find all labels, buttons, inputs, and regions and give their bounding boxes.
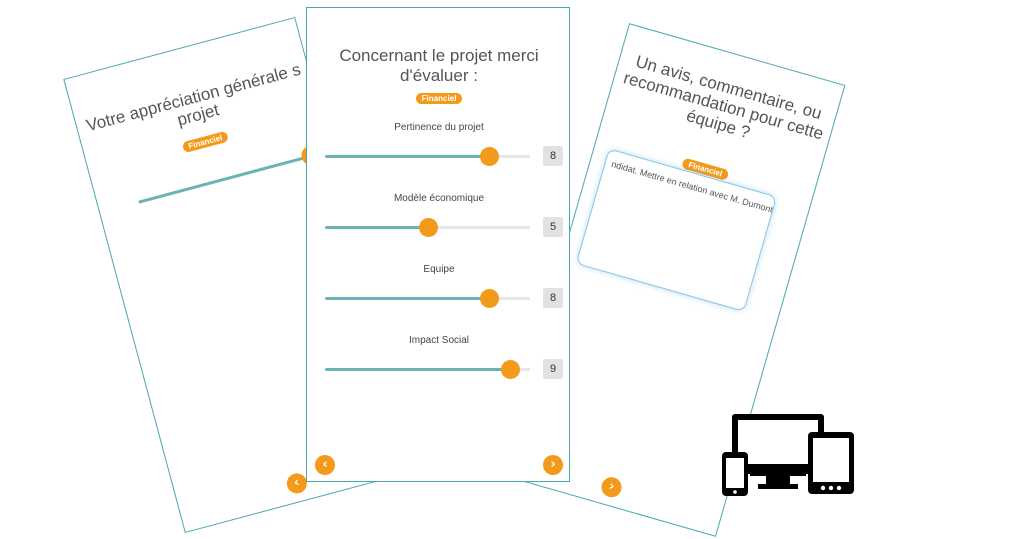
slider-label: Equipe xyxy=(423,264,455,275)
slider-label: Pertinence du projet xyxy=(394,122,484,133)
slider-value: 5 xyxy=(543,217,563,237)
slider-fill xyxy=(325,155,489,158)
slider-fill xyxy=(325,226,428,229)
center-card: Concernant le projet merci d'évaluer : F… xyxy=(306,7,570,482)
next-button[interactable]: › xyxy=(599,474,624,500)
slider-thumb[interactable] xyxy=(500,360,520,379)
slider-fill xyxy=(325,368,510,371)
slider-thumb[interactable] xyxy=(480,147,499,166)
devices-icon xyxy=(722,414,854,496)
category-badge: Financiel xyxy=(415,93,463,104)
slider-track[interactable] xyxy=(325,147,530,166)
center-card-badge-wrap: Financiel xyxy=(307,88,571,106)
overall-rating-slider-track[interactable] xyxy=(138,154,313,204)
slider-thumb[interactable] xyxy=(480,289,499,308)
slider-track[interactable] xyxy=(325,218,530,237)
slider-value: 8 xyxy=(543,288,563,308)
category-badge: Financiel xyxy=(181,130,230,154)
slider-label: Modèle économique xyxy=(393,193,485,204)
slider-track[interactable] xyxy=(325,289,530,308)
prev-button[interactable]: ‹ xyxy=(315,455,335,475)
slider-value: 9 xyxy=(543,359,563,379)
center-card-title: Concernant le projet merci d'évaluer : xyxy=(339,46,539,85)
slider-label: Impact Social xyxy=(408,335,470,346)
slider-thumb[interactable] xyxy=(418,218,438,237)
slider-track[interactable] xyxy=(325,360,530,379)
slider-value: 8 xyxy=(543,146,563,166)
slider-fill xyxy=(325,297,489,300)
next-button[interactable]: › xyxy=(543,455,563,475)
